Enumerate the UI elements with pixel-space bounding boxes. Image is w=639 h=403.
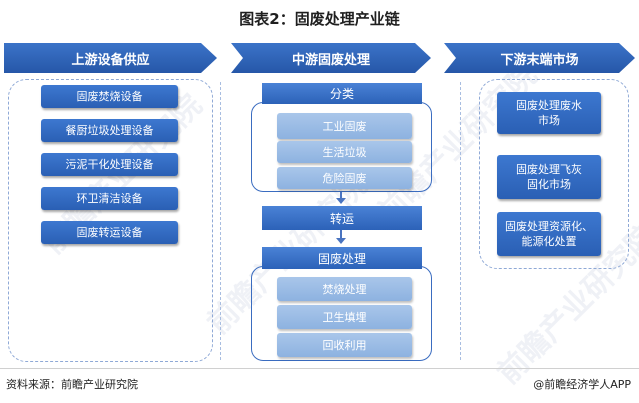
credit-note: @前瞻经济学人APP	[533, 378, 631, 391]
process-item: 回收利用	[277, 333, 412, 357]
classify-item: 生活垃圾	[277, 141, 412, 163]
upstream-item: 固废转运设备	[41, 221, 178, 244]
classify-item: 危险固废	[277, 167, 412, 189]
downstream-item-line: 固废处理飞灰	[516, 163, 582, 176]
downstream-banner: 下游末端市场	[444, 43, 635, 73]
upstream-banner: 上游设备供应	[4, 43, 217, 73]
downstream-item-line: 固废处理废水	[516, 99, 582, 112]
downstream-panel	[479, 79, 629, 269]
footer-divider	[0, 368, 639, 369]
chart-title: 图表2：固废处理产业链	[239, 10, 400, 28]
downstream-item-line: 市场	[538, 114, 560, 127]
column-divider	[460, 82, 461, 360]
classify-header: 分类	[262, 83, 422, 104]
transfer-box: 转运	[262, 206, 422, 230]
upstream-item: 环卫清洁设备	[41, 187, 178, 210]
downstream-item: 固废处理飞灰 固化市场	[497, 155, 601, 199]
process-item: 卫生填埋	[277, 305, 412, 329]
classify-item: 工业固废	[277, 113, 412, 139]
downstream-item-line: 固化市场	[527, 178, 571, 191]
downstream-item: 固废处理资源化、 能源化处置	[497, 212, 601, 256]
process-item: 焚烧处理	[277, 277, 412, 301]
upstream-item: 餐厨垃圾处理设备	[41, 119, 178, 142]
midstream-banner: 中游固废处理	[231, 43, 431, 73]
flow-arrow	[340, 192, 342, 198]
downstream-item-line: 能源化处置	[521, 235, 577, 248]
source-note: 资料来源：前瞻产业研究院	[6, 378, 138, 391]
upstream-panel	[8, 79, 213, 362]
process-header: 固废处理	[262, 247, 422, 269]
upstream-item: 固废焚烧设备	[41, 85, 178, 108]
upstream-item: 污泥干化处理设备	[41, 153, 178, 176]
flow-arrow-head	[336, 238, 346, 244]
flow-arrow-head	[336, 198, 346, 204]
downstream-item-line: 固废处理资源化、	[505, 220, 593, 233]
flow-arrow	[340, 230, 342, 238]
downstream-item: 固废处理废水 市场	[497, 92, 601, 134]
column-divider	[220, 82, 221, 360]
